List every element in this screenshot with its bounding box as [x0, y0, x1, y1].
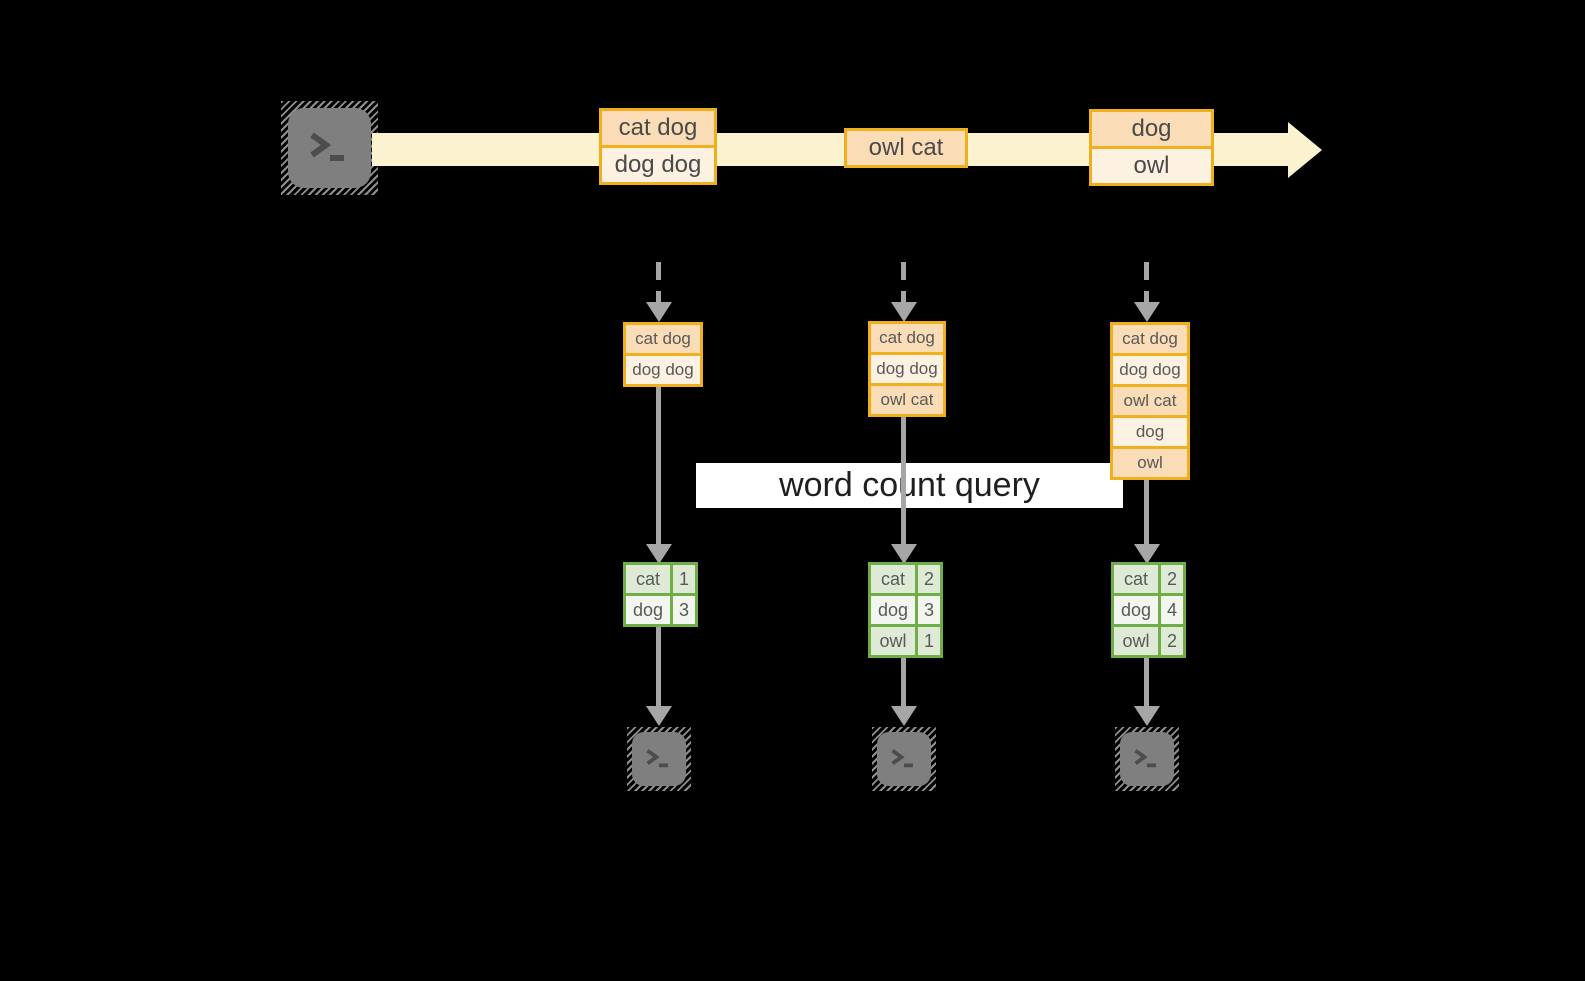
stream-arrowhead-icon — [1288, 122, 1322, 178]
stream-event-batch-2: owl cat — [844, 128, 968, 168]
count-word: dog — [626, 596, 670, 624]
stream-event-batch-3: dog owl — [1089, 109, 1214, 186]
terminal-body — [1120, 732, 1174, 786]
count-word: owl — [1114, 627, 1158, 655]
output-terminal-icon — [627, 727, 691, 791]
event-line: owl cat — [847, 131, 965, 165]
count-word: dog — [1114, 596, 1158, 624]
buffer-line: dog dog — [1113, 356, 1187, 384]
stream-event-batch-1: cat dog dog dog — [599, 108, 717, 185]
buffer-line: dog dog — [626, 356, 700, 384]
terminal-body — [288, 108, 371, 188]
buffer-line: dog dog — [871, 355, 943, 383]
arrow-down-icon — [646, 706, 672, 726]
count-value: 2 — [918, 565, 940, 593]
arrow-down-icon — [646, 302, 672, 322]
terminal-body — [877, 732, 931, 786]
buffer-line: owl cat — [1113, 387, 1187, 415]
arrow-down-icon — [1134, 302, 1160, 322]
count-value: 2 — [1161, 565, 1183, 593]
count-word: cat — [1114, 565, 1158, 593]
buffer-line: cat dog — [626, 325, 700, 353]
count-word: owl — [871, 627, 915, 655]
count-table-2: cat 2 dog 3 owl 1 — [868, 562, 943, 658]
arrow-line — [901, 417, 906, 546]
count-value: 2 — [1161, 627, 1183, 655]
query-label: word count query — [696, 463, 1123, 508]
output-terminal-icon — [872, 727, 936, 791]
count-value: 1 — [918, 627, 940, 655]
arrow-down-icon — [1134, 544, 1160, 564]
arrow-line — [656, 387, 661, 546]
event-line: dog dog — [602, 148, 714, 182]
input-buffer-2: cat dog dog dog owl cat — [868, 321, 946, 417]
terminal-prompt-icon — [646, 749, 668, 768]
count-word: dog — [871, 596, 915, 624]
arrow-down-icon — [891, 544, 917, 564]
count-value: 3 — [673, 596, 695, 624]
terminal-prompt-icon — [1134, 749, 1156, 768]
arrow-line — [901, 658, 906, 708]
terminal-prompt-icon — [309, 132, 344, 161]
buffer-line: cat dog — [871, 324, 943, 352]
dashed-arrow-line — [901, 262, 906, 304]
arrow-line — [1144, 658, 1149, 708]
input-buffer-3: cat dog dog dog owl cat dog owl — [1110, 322, 1190, 480]
query-label-text: word count query — [779, 466, 1040, 504]
count-value: 3 — [918, 596, 940, 624]
terminal-prompt-icon — [891, 749, 913, 768]
count-value: 1 — [673, 565, 695, 593]
buffer-line: dog — [1113, 418, 1187, 446]
count-word: cat — [871, 565, 915, 593]
terminal-body — [632, 732, 686, 786]
buffer-line: owl cat — [871, 386, 943, 414]
arrow-line — [1144, 480, 1149, 546]
arrow-down-icon — [891, 706, 917, 726]
buffer-line: cat dog — [1113, 325, 1187, 353]
input-buffer-1: cat dog dog dog — [623, 322, 703, 387]
count-table-3: cat 2 dog 4 owl 2 — [1111, 562, 1186, 658]
arrow-down-icon — [891, 302, 917, 322]
arrow-down-icon — [646, 544, 672, 564]
count-value: 4 — [1161, 596, 1183, 624]
event-line: dog — [1092, 112, 1211, 146]
source-terminal-icon — [281, 101, 378, 195]
dashed-arrow-line — [1144, 262, 1149, 304]
dashed-arrow-line — [656, 262, 661, 304]
event-line: owl — [1092, 149, 1211, 183]
event-line: cat dog — [602, 111, 714, 145]
count-table-1: cat 1 dog 3 — [623, 562, 698, 627]
arrow-line — [656, 627, 661, 708]
buffer-line: owl — [1113, 449, 1187, 477]
output-terminal-icon — [1115, 727, 1179, 791]
arrow-down-icon — [1134, 706, 1160, 726]
count-word: cat — [626, 565, 670, 593]
